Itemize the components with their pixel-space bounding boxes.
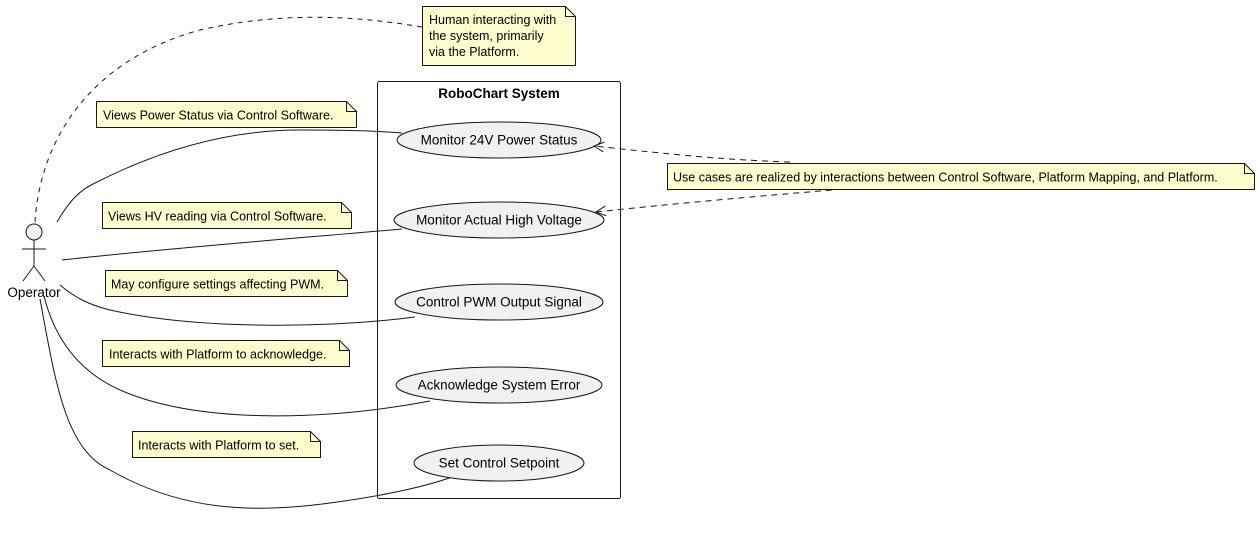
assoc-ack bbox=[43, 295, 431, 417]
note-power-text: Views Power Status via Control Software. bbox=[103, 109, 333, 123]
note-power: Views Power Status via Control Software. bbox=[96, 101, 357, 128]
usecase-ack-error[interactable]: Acknowledge System Error bbox=[395, 366, 603, 404]
system-title: RoboChart System bbox=[438, 86, 560, 101]
usecase-label: Monitor 24V Power Status bbox=[421, 133, 578, 148]
assoc-hv bbox=[61, 228, 403, 261]
note-ack: Interacts with Platform to acknowledge. bbox=[102, 340, 350, 367]
realization-arrow-power bbox=[594, 146, 791, 163]
note-realization: Use cases are realized by interactions b… bbox=[667, 163, 1255, 190]
usecase-label: Monitor Actual High Voltage bbox=[416, 213, 582, 228]
note-pwm: May configure settings affecting PWM. bbox=[105, 270, 348, 297]
note-setpoint: Interacts with Platform to set. bbox=[132, 431, 321, 458]
assoc-pwm bbox=[59, 284, 416, 326]
note-actor-line-1: Human interacting with bbox=[429, 13, 556, 27]
usecase-monitor-hv[interactable]: Monitor Actual High Voltage bbox=[393, 201, 605, 239]
usecase-label: Control PWM Output Signal bbox=[416, 295, 582, 310]
assoc-power bbox=[56, 129, 403, 223]
actor-head bbox=[25, 223, 43, 241]
actor-label: Operator bbox=[7, 285, 61, 300]
usecase-label: Acknowledge System Error bbox=[418, 378, 581, 393]
assoc-setpoint bbox=[39, 298, 453, 509]
note-hv: Views HV reading via Control Software. bbox=[102, 202, 352, 229]
note-pwm-text: May configure settings affecting PWM. bbox=[111, 278, 324, 292]
usecase-control-pwm[interactable]: Control PWM Output Signal bbox=[394, 283, 604, 321]
note-actor-line-3: via the Platform. bbox=[429, 45, 519, 59]
note-setpoint-text: Interacts with Platform to set. bbox=[138, 439, 299, 453]
actor-note-link bbox=[34, 16, 423, 223]
system-boundary bbox=[377, 81, 621, 499]
operator-actor[interactable]: Operator bbox=[7, 223, 61, 300]
note-hv-text: Views HV reading via Control Software. bbox=[108, 210, 327, 224]
note-realization-text: Use cases are realized by interactions b… bbox=[673, 171, 1218, 185]
usecase-set-setpoint[interactable]: Set Control Setpoint bbox=[413, 444, 585, 482]
note-actor: Human interacting with the system, prima… bbox=[422, 6, 576, 66]
realization-arrow-hv bbox=[596, 189, 833, 212]
note-actor-line-2: the system, primarily bbox=[429, 29, 544, 43]
note-ack-text: Interacts with Platform to acknowledge. bbox=[109, 348, 326, 362]
usecase-label: Set Control Setpoint bbox=[439, 456, 560, 471]
usecase-monitor-24v[interactable]: Monitor 24V Power Status bbox=[396, 121, 602, 159]
